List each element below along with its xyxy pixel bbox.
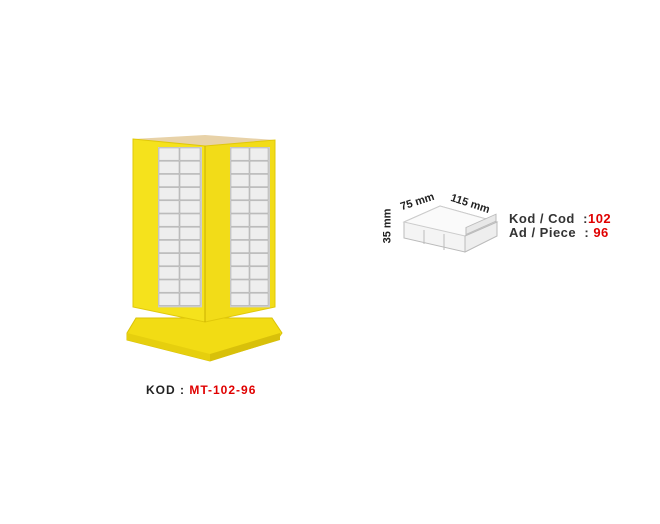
- drawer: [179, 253, 201, 267]
- drawer: [249, 174, 269, 187]
- drawer: [158, 160, 180, 174]
- drawer: [230, 226, 250, 240]
- drawer: [230, 187, 250, 201]
- drawer-piece-value: 96: [593, 225, 609, 240]
- drawers-right-face: [230, 147, 270, 308]
- drawer: [179, 213, 201, 227]
- drawer-code-value: 102: [587, 211, 612, 226]
- drawer: [249, 213, 269, 227]
- drawer: [179, 266, 201, 280]
- drawer: [158, 187, 180, 201]
- drawer: [158, 147, 180, 161]
- drawer: [230, 240, 250, 253]
- drawer: [158, 226, 180, 240]
- drawer: [249, 253, 269, 267]
- drawer: [249, 266, 269, 280]
- drawer: [179, 292, 201, 306]
- drawer: [249, 187, 269, 201]
- product-code-label: KOD :: [146, 383, 185, 397]
- drawer: [179, 240, 201, 253]
- drawer: [230, 174, 250, 187]
- drawer: [230, 160, 250, 174]
- drawer: [179, 187, 201, 201]
- drawer-height-label: 35 mm: [381, 208, 394, 244]
- drawer: [230, 213, 250, 227]
- drawer: [158, 213, 180, 227]
- drawer: [158, 253, 180, 267]
- drawer: [230, 292, 250, 306]
- drawer: [230, 200, 250, 214]
- drawer: [249, 200, 269, 214]
- drawer: [230, 147, 250, 161]
- drawer: [249, 240, 269, 253]
- drawer: [249, 226, 269, 240]
- drawer: [179, 200, 201, 214]
- drawer: [158, 200, 180, 214]
- drawer: [179, 174, 201, 187]
- cabinet-top: [133, 135, 275, 146]
- product-code: KOD : MT-102-96: [146, 383, 256, 397]
- drawer: [249, 292, 269, 306]
- drawer-illustration: [402, 205, 499, 253]
- drawer: [249, 160, 269, 174]
- drawer: [158, 240, 180, 253]
- drawer: [249, 147, 269, 161]
- drawer: [179, 160, 201, 174]
- drawer: [158, 292, 180, 306]
- drawer: [230, 266, 250, 280]
- drawer: [179, 279, 201, 293]
- drawer: [249, 279, 269, 293]
- drawer-code-label: Kod / Cod: [509, 211, 575, 226]
- drawer: [158, 174, 180, 187]
- drawer: [179, 147, 201, 161]
- drawer-code-row: Kod / Cod :102: [509, 211, 612, 226]
- drawer-piece-row: Ad / Piece : 96: [509, 225, 609, 240]
- drawer: [230, 279, 250, 293]
- drawer: [179, 226, 201, 240]
- drawer-piece-label: Ad / Piece: [509, 225, 577, 240]
- drawer: [230, 253, 250, 267]
- drawer: [158, 279, 180, 293]
- drawer: [158, 266, 180, 280]
- product-code-value: MT-102-96: [189, 383, 257, 397]
- drawers-left-face: [158, 147, 202, 308]
